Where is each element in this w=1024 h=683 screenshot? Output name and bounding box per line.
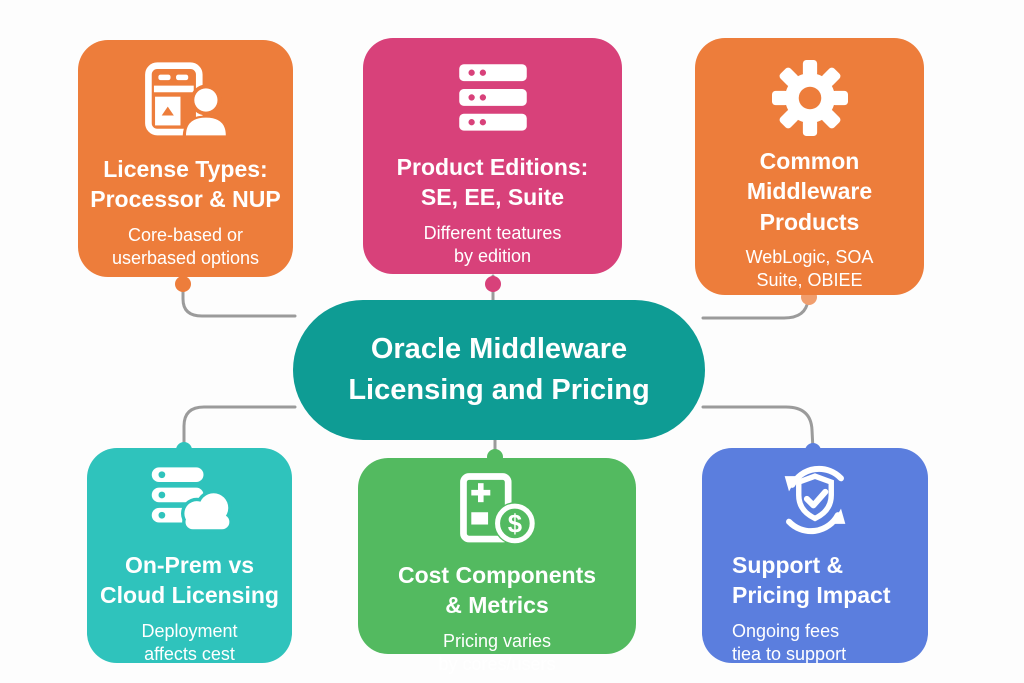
card-subtitle: Ongoing fees tiea to support [732,620,847,664]
connector-line-common-middleware [701,298,810,320]
card-subtitle: Deployment affects cest [141,620,238,664]
card-title: Cost Components & Metrics [397,562,597,619]
card-title: On-Prem vs Cloud Licensing [100,552,279,609]
calculator-dollar-icon: $ [358,470,636,550]
card-title: Common Middleware Products [746,148,873,235]
card-title: Product Editions: SE, EE, Suite [396,154,589,211]
card-cost-components: $ Cost Components & Metrics Pricing vari… [358,458,636,674]
connector-dot-license-types [175,276,191,292]
shield-refresh-icon [702,460,928,540]
server-cloud-icon [87,460,292,540]
card-subtitle: Core-based or userbased options [111,224,260,268]
card-subtitle: WebLogic, SOA Suite, OBIEE [745,247,874,291]
card-support-pricing-impact: Support & Pricing Impact Ongoing fees ti… [702,448,928,664]
connector-line-license-types [181,276,297,318]
center-node-title: Oracle Middleware Licensing and Pricing [293,300,705,440]
card-common-middleware-products: Common Middleware Products WebLogic, SOA… [695,38,924,295]
card-title: License Types: Processor & NUP [90,156,281,213]
card-onprem-vs-cloud: On-Prem vs Cloud Licensing Deployment af… [87,448,292,664]
license-person-icon [78,56,293,144]
card-title: Support & Pricing Impact [732,552,891,609]
svg-text:$: $ [508,510,522,538]
server-stack-icon [363,54,622,142]
connector-line-onprem-cloud [182,405,297,451]
connector-dot-product-editions [485,276,501,292]
connector-line-support-pricing [701,405,815,452]
card-subtitle: Different teatures by edition [423,222,562,266]
card-product-editions: Product Editions: SE, EE, Suite Differen… [363,38,622,274]
card-license-types: License Types: Processor & NUP Core-base… [78,40,293,277]
gear-icon [695,54,924,142]
card-subtitle: Pricing varies by cores/users [438,630,556,674]
